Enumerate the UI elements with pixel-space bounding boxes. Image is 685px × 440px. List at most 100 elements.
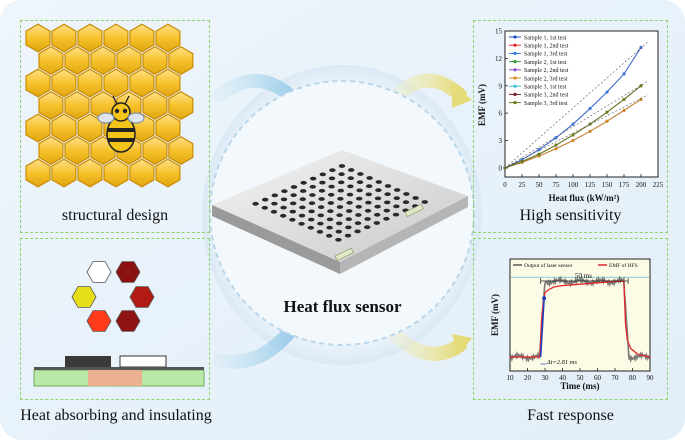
- sensor-junction-dot: [290, 201, 297, 206]
- caption-absorbing: Heat absorbing and insulating: [20, 407, 212, 424]
- legend-marker: [513, 35, 517, 39]
- sensor-junction-dot: [280, 213, 287, 218]
- x-tick-label: 125: [585, 181, 596, 189]
- sensor-junction-dot: [366, 176, 373, 180]
- sensor-junction-dot: [319, 172, 326, 177]
- data-point: [520, 160, 524, 163]
- y-axis-label: EMF (mV): [490, 294, 500, 336]
- sensor-junction-dot: [317, 213, 324, 218]
- sensor-junction-dot: [252, 201, 259, 206]
- sensor-junction-dot: [280, 205, 287, 210]
- palette-hexagon: [129, 286, 155, 308]
- arrow-head-icon: [452, 334, 472, 356]
- honeycomb-cell: [168, 46, 194, 75]
- sensor-junction-dot: [403, 192, 410, 196]
- center-title: Heat flux sensor: [283, 297, 402, 316]
- x-tick-label: 60: [594, 374, 602, 382]
- palette-hexagon: [115, 261, 141, 283]
- sensor-junction-dot: [374, 212, 381, 217]
- legend-label: Sample 3, 2nd test: [524, 93, 569, 99]
- sensor-junction-dot: [308, 217, 315, 222]
- honeycomb-cell: [77, 68, 103, 98]
- data-point: [639, 84, 643, 88]
- sensor-junction-dot: [338, 164, 346, 168]
- honeycomb-cell: [51, 68, 77, 98]
- honeycomb-cell: [103, 68, 129, 98]
- sensor-junction-dot: [270, 209, 278, 214]
- sensor-junction-dot: [307, 225, 314, 230]
- legend-marker: [513, 68, 517, 72]
- sensor-junction-dot: [337, 188, 344, 193]
- legend-label: EMF of HFS: [609, 262, 638, 269]
- honeycomb-cell: [51, 23, 77, 53]
- x-axis-label: Heat flux (kW/m²): [549, 193, 620, 203]
- sensor-junction-dot: [262, 197, 269, 202]
- data-point: [537, 152, 541, 156]
- data-point: [622, 108, 626, 112]
- sensor-junction-dot: [384, 200, 391, 205]
- x-tick-label: 0: [503, 181, 507, 189]
- sensor-junction-dot: [366, 184, 373, 189]
- sensor-junction-dot: [261, 205, 268, 210]
- sensor-junction-dot: [308, 201, 316, 206]
- sensor-junction-dot: [347, 176, 354, 181]
- sensor-junction-dot: [316, 229, 324, 234]
- sensor-junction-dot: [347, 184, 354, 189]
- sensor-junction-dot: [348, 168, 355, 172]
- sensor-junction-dot: [355, 204, 362, 209]
- sensor-junction-dot: [289, 217, 296, 222]
- legend-label: Sample 1, 3rd test: [524, 52, 568, 58]
- caption-sensitivity: High sensitivity: [519, 207, 622, 224]
- y-tick-label: 9: [499, 82, 503, 90]
- data-point: [554, 136, 558, 140]
- honeycomb-cell: [103, 23, 129, 53]
- honeycomb-illustration: [25, 23, 194, 188]
- honeycomb-cell: [103, 158, 129, 188]
- sensor-junction-dot: [346, 192, 354, 197]
- sensor-junction-dot: [289, 209, 296, 214]
- data-point: [605, 119, 609, 123]
- x-tick-label: 70: [612, 374, 620, 382]
- x-tick-label: 80: [629, 374, 637, 382]
- x-axis-label: Time (ms): [560, 381, 599, 391]
- honeycomb-cell: [129, 68, 155, 98]
- data-point: [605, 110, 609, 114]
- x-tick-label: 10: [507, 374, 515, 382]
- legend-marker: [513, 51, 517, 55]
- sensor-junction-dot: [346, 209, 353, 213]
- sensor-junction-dot: [365, 200, 372, 205]
- honeycomb-cell: [142, 136, 168, 165]
- data-point: [588, 129, 592, 133]
- honeycomb-cell: [25, 113, 51, 143]
- honeycomb-cell: [142, 91, 168, 120]
- fast-panel: [473, 238, 668, 400]
- sensor-junction-dot: [280, 197, 288, 202]
- layer-stack-illustration: [33, 355, 205, 387]
- sensor-junction-dot: [393, 204, 400, 209]
- x-tick-label: 25: [519, 181, 527, 189]
- data-point: [588, 107, 592, 111]
- x-tick-label: 20: [524, 374, 532, 382]
- legend-marker: [513, 92, 517, 96]
- sensor-junction-dot: [299, 197, 306, 202]
- hfs-emf-line: [510, 280, 651, 358]
- sensor-junction-dot: [364, 225, 371, 230]
- honeycomb-cell: [77, 158, 103, 188]
- legend-marker: [513, 101, 517, 105]
- sensor-junction-dot: [356, 188, 363, 193]
- fit-line: [504, 94, 648, 169]
- x-tick-label: 150: [602, 181, 613, 189]
- honeycomb-cell: [129, 23, 155, 53]
- sensor-junction-dot: [299, 205, 306, 210]
- honeycomb-cell: [168, 136, 194, 165]
- legend-marker: [513, 76, 517, 80]
- y-tick-label: 3: [499, 137, 503, 145]
- x-tick-label: 200: [636, 181, 647, 189]
- honeycomb-cell: [77, 23, 103, 53]
- honeycomb-cell: [90, 46, 116, 75]
- data-point: [571, 133, 575, 137]
- y-axis-label: EMF (mV): [477, 84, 487, 126]
- sensor-junction-dot: [300, 189, 307, 193]
